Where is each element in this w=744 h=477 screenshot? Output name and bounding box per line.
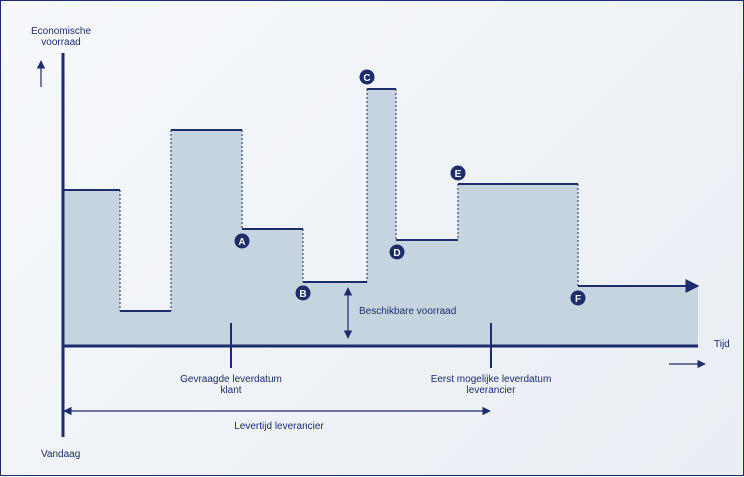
- requested-date-label-line1: Gevraagde leverdatum: [180, 374, 282, 385]
- requested-date-label-line2: klant: [220, 385, 241, 396]
- earliest-date-label-line1: Eerst mogelijke leverdatum: [431, 374, 552, 385]
- available-stock-label: Beschikbare voorraad: [359, 306, 456, 317]
- marker-d: D: [389, 244, 405, 260]
- marker-b: B: [295, 285, 311, 301]
- marker-c-letter: C: [363, 73, 370, 84]
- marker-d-letter: D: [393, 248, 400, 259]
- marker-f-letter: F: [575, 294, 581, 305]
- stock-area: [63, 89, 698, 346]
- marker-e: E: [450, 165, 466, 181]
- lead-time-label: Levertijd leverancier: [234, 421, 324, 432]
- marker-a-letter: A: [238, 237, 245, 248]
- today-label: Vandaag: [41, 449, 80, 460]
- marker-f: F: [570, 290, 586, 306]
- stock-levels: [63, 88, 578, 312]
- x-axis-label: Tijd: [714, 339, 730, 350]
- transition-lines: [119, 89, 579, 311]
- marker-a: A: [234, 233, 250, 249]
- marker-b-letter: B: [299, 289, 306, 300]
- earliest-date-label-line2: leverancier: [467, 385, 517, 396]
- y-axis-label-line2: voorraad: [41, 37, 80, 48]
- marker-c: C: [359, 69, 375, 85]
- marker-e-letter: E: [455, 169, 462, 180]
- y-axis-label-line1: Economische: [31, 26, 91, 37]
